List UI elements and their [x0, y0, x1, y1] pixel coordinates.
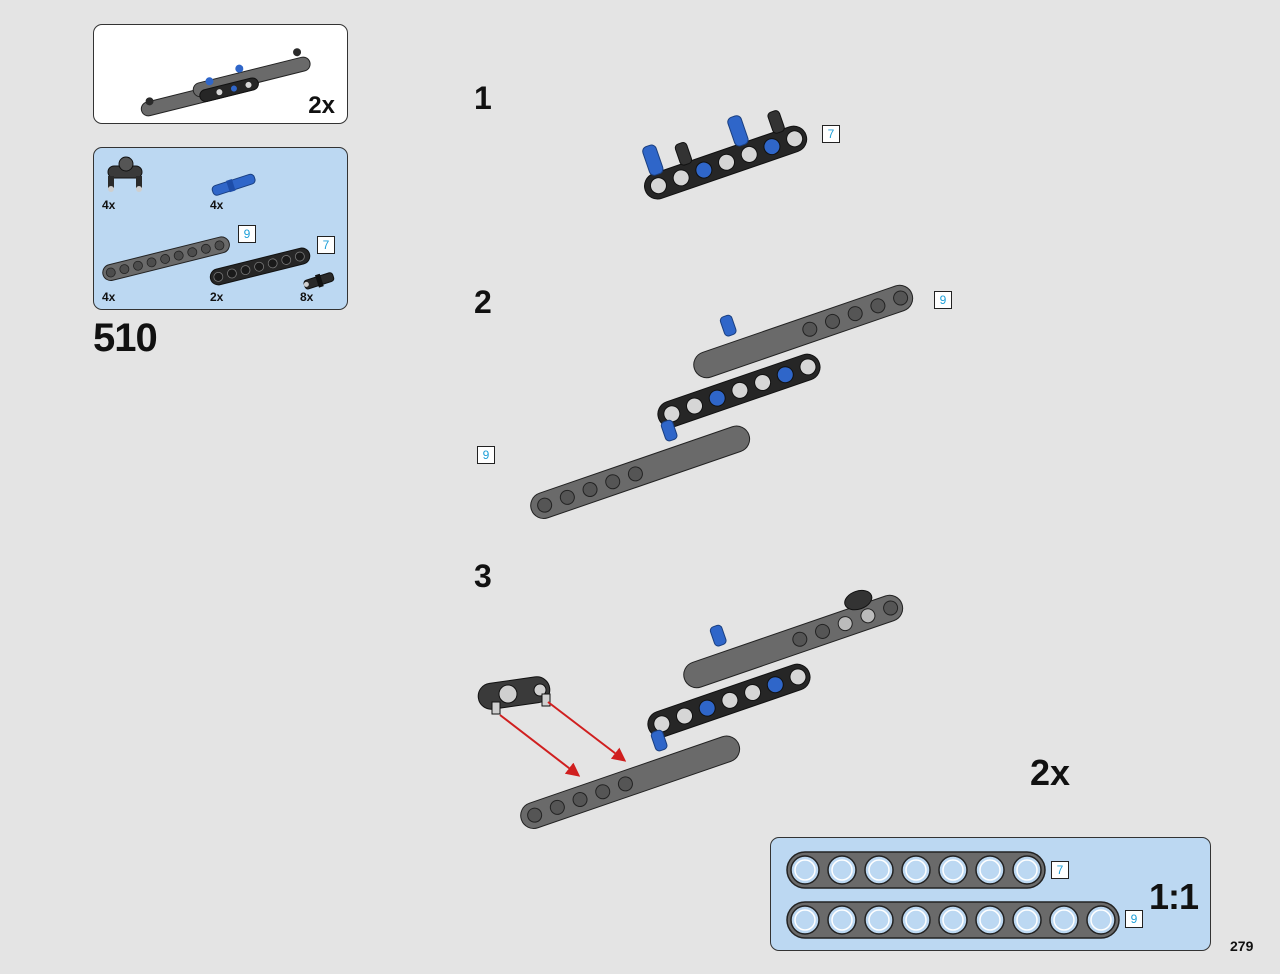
beam-hole-rim: [942, 909, 964, 931]
main-step-number: 510: [93, 316, 158, 360]
black-pin-connector-icon: [107, 156, 143, 192]
beam-hole-rim: [794, 859, 816, 881]
scale-callout: 7 9 1:1: [770, 837, 1211, 951]
beam-7-scale-icon: [786, 851, 1046, 889]
beam-hole-rim: [868, 859, 890, 881]
beam-hole-rim: [942, 859, 964, 881]
beam-hole-rim: [831, 909, 853, 931]
part-qty: 8x: [300, 290, 314, 304]
beam-length-tag: 9: [1125, 910, 1143, 928]
subassembly-callout: 2x: [93, 24, 348, 124]
parts-list-callout: 4x 4x 9 4x 7 2x: [93, 147, 348, 310]
black-beam-7-icon: [209, 247, 311, 286]
gray-beam-9-icon: [102, 236, 230, 282]
beam-hole-rim: [905, 909, 927, 931]
beam-length-tag: 7: [1051, 861, 1069, 879]
beam-hole-rim: [1016, 859, 1038, 881]
beam-hole-rim: [979, 859, 1001, 881]
beam-length-tag: 7: [822, 125, 840, 143]
part-qty: 4x: [102, 198, 116, 212]
step-number: 3: [474, 558, 492, 594]
subassembly-model-icon: [140, 48, 311, 117]
step2-assembly-icon: [530, 284, 914, 519]
beam-length-tag: 9: [238, 225, 256, 243]
beam-hole-rim: [905, 859, 927, 881]
beam-hole-rim: [794, 909, 816, 931]
beam-hole-rim: [1016, 909, 1038, 931]
step1-assembly-icon: [642, 110, 808, 200]
beam-length-tag: 9: [934, 291, 952, 309]
part-qty: 2x: [210, 290, 224, 304]
beam-hole-rim: [979, 909, 1001, 931]
step3-assembly-icon: [477, 589, 904, 829]
beam-hole-rim: [1053, 909, 1075, 931]
black-friction-pin-icon: [303, 272, 335, 290]
assembly-multiplier: 2x: [1030, 752, 1071, 793]
page-number: 279: [1230, 938, 1254, 954]
scale-ratio: 1:1: [1148, 876, 1199, 917]
part-qty: 4x: [210, 198, 224, 212]
beam-hole-rim: [1090, 909, 1112, 931]
beam-9-scale-icon: [786, 901, 1120, 939]
beam-hole-rim: [831, 859, 853, 881]
beam-length-tag: 7: [317, 236, 335, 254]
subassembly-multiplier: 2x: [308, 92, 335, 119]
beam-hole-rim: [868, 909, 890, 931]
blue-axle-pin-icon: [211, 173, 256, 196]
step-number: 2: [474, 284, 492, 320]
pin-connector-part: [477, 676, 551, 715]
step-number: 1: [474, 80, 492, 116]
part-qty: 4x: [102, 290, 116, 304]
beam-length-tag: 9: [477, 446, 495, 464]
